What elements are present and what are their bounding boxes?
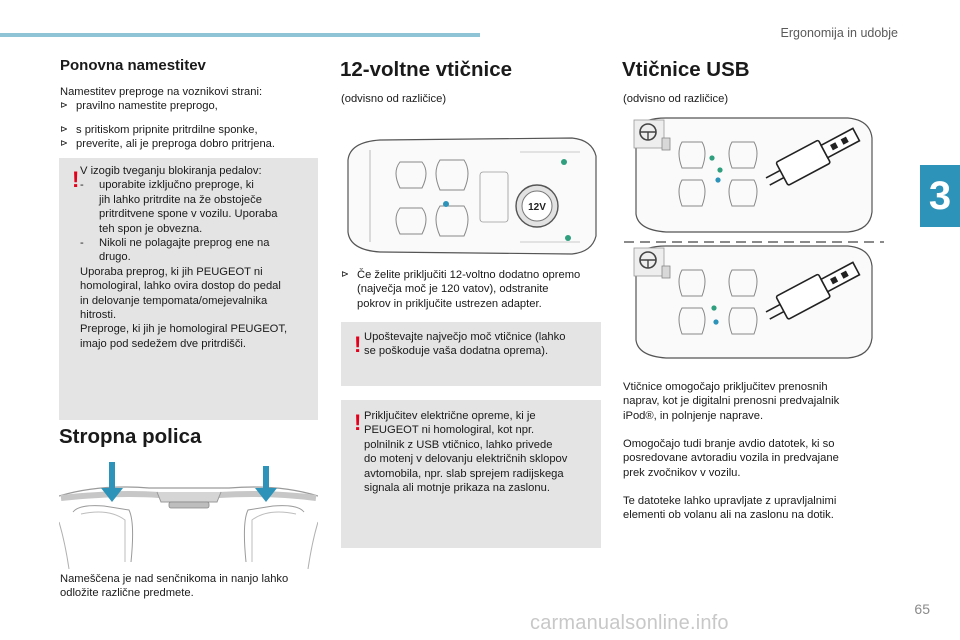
chapter-tab: 3 bbox=[920, 165, 960, 227]
usb-heading: Vtičnice USB bbox=[622, 58, 750, 81]
socket-12v-illustration: 12V bbox=[340, 132, 600, 260]
usb-illustration bbox=[622, 112, 884, 362]
roof-shelf-heading: Stropna polica bbox=[59, 425, 202, 448]
usb-para-3: Te datoteke lahko upravljate z upravljal… bbox=[623, 495, 837, 522]
roof-shelf-illustration bbox=[59, 462, 318, 569]
bullet-icon: ⊳ bbox=[341, 269, 349, 280]
reinstall-intro: Namestitev preproge na voznikovi strani: bbox=[60, 86, 263, 98]
usb-para-1: Vtičnice omogočajo priključitev prenosni… bbox=[623, 381, 840, 422]
bullet-icon: ⊳ bbox=[60, 100, 68, 111]
header-accent-bar bbox=[0, 33, 480, 37]
warning-icon: ! bbox=[72, 167, 80, 192]
bullet-icon: ⊳ bbox=[60, 124, 68, 135]
warning-icon: ! bbox=[354, 410, 362, 435]
bullet-icon: ⊳ bbox=[60, 138, 68, 149]
socket-12v-label: 12V bbox=[528, 202, 546, 213]
reinstall-heading: Ponovna namestitev bbox=[60, 57, 206, 74]
socket-12v-subtitle: (odvisno od različice) bbox=[341, 93, 447, 105]
socket-12v-heading: 12-voltne vtičnice bbox=[340, 58, 513, 81]
usb-para-2: Omogočajo tudi branje avdio datotek, ki … bbox=[623, 438, 839, 479]
page-number: 65 bbox=[914, 601, 930, 617]
warning-icon: ! bbox=[354, 332, 362, 357]
list-item: ⊳s pritiskom pripnite pritrdilne sponke, bbox=[60, 124, 258, 136]
list-item: ⊳ Če želite priključiti 12-voltno dodatn… bbox=[341, 269, 581, 310]
max-power-warning-box: ! Upoštevajte največjo moč vtičnice (lah… bbox=[341, 322, 601, 386]
chapter-header-title: Ergonomija in udobje bbox=[780, 26, 898, 40]
list-item: ⊳pravilno namestite preprogo, bbox=[60, 100, 218, 112]
list-item: ⊳preverite, ali je preproga dobro pritrj… bbox=[60, 138, 275, 150]
usb-subtitle: (odvisno od različice) bbox=[623, 93, 729, 105]
watermark: carmanualsonline.info bbox=[530, 612, 729, 634]
warning-text: V izogib tveganju blokiranja pedalov: bbox=[80, 165, 262, 177]
pedal-warning-box: ! V izogib tveganju blokiranja pedalov: … bbox=[59, 158, 318, 420]
non-homologated-warning-box: ! Priključitev električne opreme, ki je … bbox=[341, 400, 601, 548]
roof-shelf-text: Nameščena je nad senčnikoma in nanjo lah… bbox=[60, 573, 289, 600]
